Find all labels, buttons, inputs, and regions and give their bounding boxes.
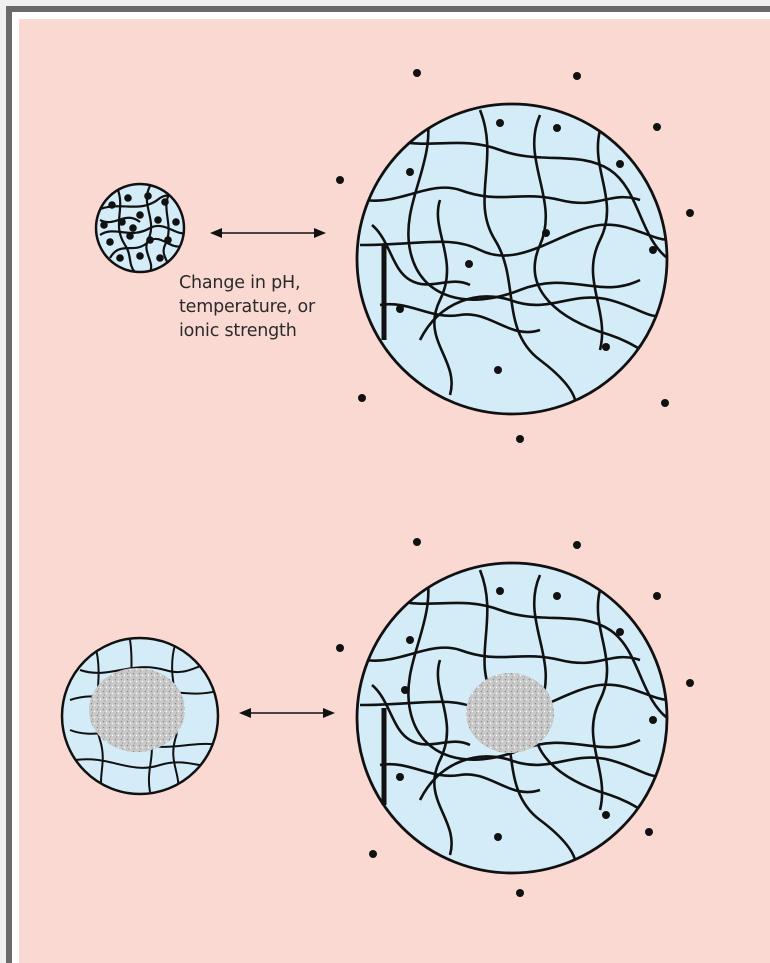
annotation-line-1: Change in pH, [179, 271, 315, 295]
annotation-line-3: ionic strength [179, 319, 315, 343]
stimulus-annotation: Change in pH, temperature, or ionic stre… [179, 271, 315, 343]
collapsed-gel-top [96, 184, 186, 272]
collapsed-gel-bottom [62, 638, 220, 795]
swollen-gel-bottom [357, 563, 670, 873]
swollen-gel-top [357, 104, 670, 414]
drug-core [89, 668, 185, 752]
drug-core [466, 673, 554, 753]
annotation-line-2: temperature, or [179, 295, 315, 319]
